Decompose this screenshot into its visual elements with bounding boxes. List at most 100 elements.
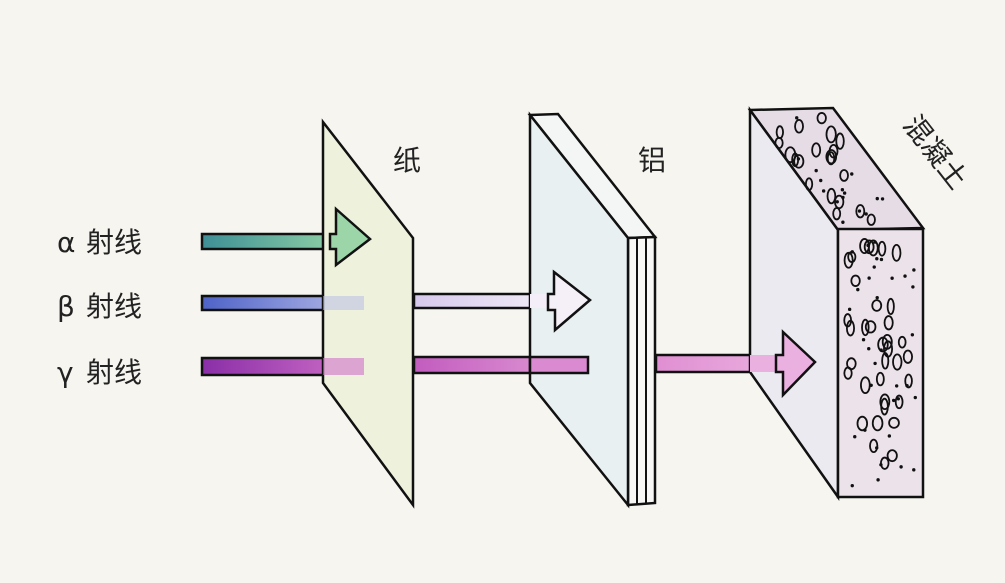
- concrete-aggregate: [888, 416, 900, 429]
- concrete-aggregate: [816, 112, 827, 125]
- gamma-symbol: γ: [57, 356, 74, 389]
- concrete-aggregate: [910, 333, 915, 337]
- concrete-aggregate: [891, 398, 896, 403]
- concrete-aggregate: [877, 240, 887, 257]
- concrete-aggregate: [835, 200, 839, 204]
- concrete-aggregate: [869, 438, 879, 454]
- concrete-aggregate: [860, 376, 871, 394]
- concrete-aggregate: [903, 274, 907, 278]
- concrete-label: 混凝土: [896, 109, 974, 196]
- concrete-aggregate: [894, 384, 899, 388]
- concrete-aggregate: [819, 178, 823, 183]
- concrete-aggregate: [850, 274, 861, 287]
- concrete-aggregate: [875, 257, 879, 261]
- concrete-aggregate: [872, 265, 876, 269]
- concrete-aggregate: [876, 478, 880, 482]
- concrete-aggregate: [887, 434, 892, 438]
- aluminium-label: 铝: [638, 144, 666, 177]
- concrete-aggregate: [864, 320, 877, 334]
- concrete-aggregate: [867, 276, 871, 280]
- ray-label-beta: β 射线: [57, 290, 142, 323]
- concrete-aggregate: [871, 415, 884, 432]
- concrete-aggregate: [857, 209, 862, 213]
- concrete-aggregate: [877, 336, 889, 353]
- ray-label-alpha: α 射线: [57, 226, 142, 259]
- beta-label: 射线: [86, 290, 142, 323]
- concrete-aggregate: [828, 143, 839, 159]
- concrete-aggregate: [912, 468, 916, 472]
- beta-symbol: β: [57, 290, 75, 323]
- concrete-aggregate: [825, 125, 837, 144]
- concrete-aggregate: [886, 297, 895, 315]
- concrete-aggregate: [841, 220, 845, 224]
- concrete-aggregate: [850, 172, 854, 176]
- concrete-aggregate: [855, 204, 866, 219]
- concrete-aggregate: [892, 353, 903, 371]
- concrete-aggregate: [904, 373, 913, 389]
- paper-sheet: [321, 118, 415, 509]
- concrete-aggregate: [834, 194, 845, 210]
- concrete-aggregate: [856, 415, 869, 432]
- concrete-aggregate: [794, 118, 804, 134]
- concrete-aggregate: [879, 348, 883, 352]
- concrete-aggregate: [912, 268, 916, 272]
- concrete-aggregate: [875, 196, 879, 201]
- gamma-beam-through-aluminium: [528, 355, 590, 375]
- concrete-aggregate: [880, 197, 885, 201]
- concrete-aggregate: [842, 191, 847, 195]
- concrete-aggregate: [856, 287, 860, 292]
- gamma-arrowhead: [774, 329, 817, 399]
- concrete-aggregate: [845, 319, 855, 337]
- concrete-aggregate: [795, 116, 799, 120]
- concrete-aggregate: [861, 318, 870, 337]
- concrete-aggregate: [847, 307, 852, 312]
- concrete-aggregate: [867, 346, 871, 351]
- concrete-aggregate: [890, 276, 894, 280]
- concrete-aggregate: [879, 393, 891, 411]
- concrete-aggregate: [821, 189, 826, 193]
- concrete-aggregate-pattern: [774, 112, 917, 488]
- concrete-aggregate: [873, 361, 877, 366]
- concrete-aggregate: [913, 395, 917, 400]
- concrete-aggregate: [804, 177, 814, 191]
- alpha-symbol: α: [57, 226, 75, 259]
- concrete-aggregate: [843, 366, 853, 380]
- aluminium-side-edge: [626, 235, 657, 507]
- concrete-aggregate: [871, 299, 883, 312]
- concrete-aggregate: [791, 152, 800, 167]
- concrete-aggregate: [866, 213, 876, 226]
- concrete-aggregate: [850, 483, 854, 488]
- concrete-aggregate: [897, 335, 907, 349]
- concrete-aggregate: [826, 187, 837, 205]
- concrete-aggregate: [814, 168, 818, 173]
- concrete-aggregate: [883, 315, 894, 331]
- concrete-aggregate: [875, 371, 885, 387]
- concrete-aggregate: [891, 243, 902, 262]
- concrete-aggregate: [847, 250, 857, 263]
- concrete-aggregate: [894, 394, 904, 410]
- concrete-aggregate: [811, 142, 822, 158]
- concrete-aggregate: [911, 285, 915, 289]
- alpha-label: 射线: [86, 226, 142, 259]
- concrete-aggregate: [775, 125, 784, 140]
- gamma-beam-after-paper: [412, 355, 536, 375]
- alpha-beam: [200, 232, 340, 251]
- concrete-aggregate: [886, 449, 898, 463]
- concrete-aggregate: [902, 349, 913, 364]
- concrete-aggregate: [880, 456, 890, 470]
- concrete-aggregate: [899, 465, 903, 469]
- concrete-aggregate: [896, 397, 901, 401]
- concrete-aggregate: [835, 132, 845, 150]
- ray-label-gamma: γ 射线: [57, 356, 142, 389]
- gamma-label: 射线: [86, 356, 142, 389]
- concrete-aggregate: [853, 435, 857, 439]
- concrete-aggregate: [861, 338, 866, 342]
- gamma-beam-through-paper: [323, 358, 364, 375]
- concrete-aggregate: [864, 212, 868, 216]
- concrete-aggregate: [839, 169, 849, 182]
- concrete-aggregate: [793, 154, 805, 169]
- concrete-aggregate: [875, 295, 879, 300]
- concrete-aggregate: [840, 188, 845, 192]
- alpha-arrowhead: [328, 206, 372, 268]
